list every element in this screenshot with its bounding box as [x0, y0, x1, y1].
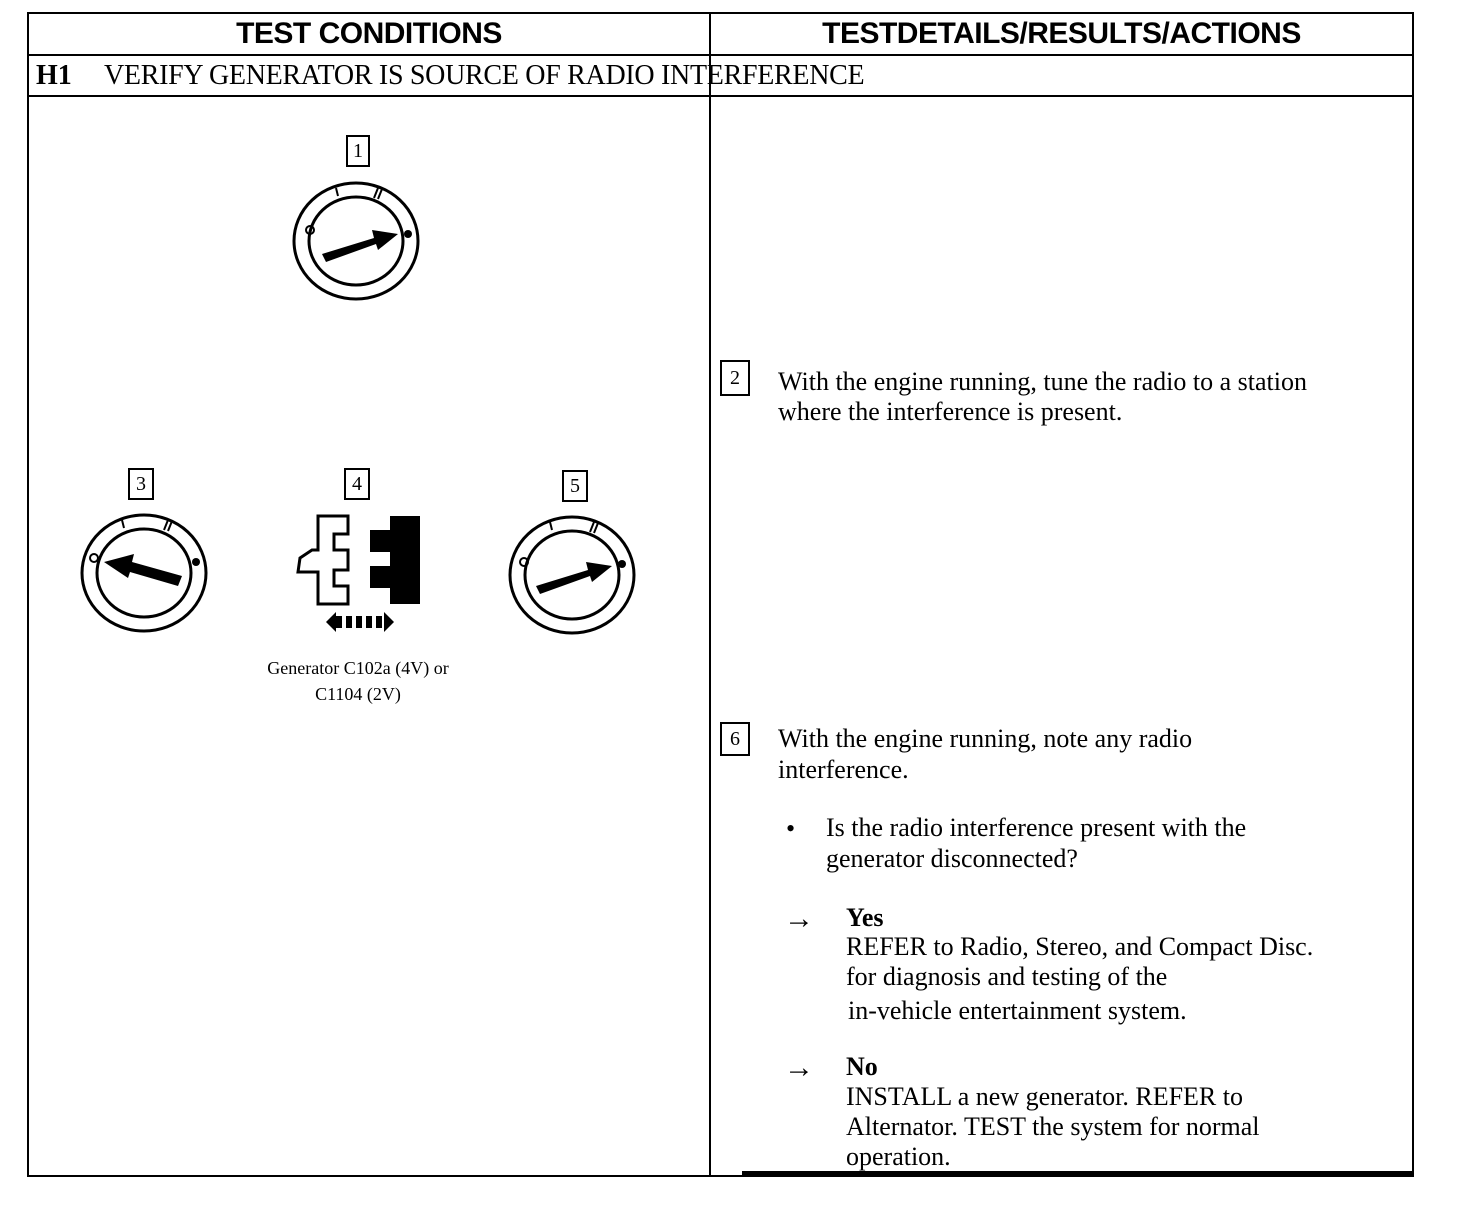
yes-action-line-3: in-vehicle entertainment system.	[848, 996, 1187, 1025]
bullet-icon: •	[786, 814, 796, 843]
yes-arrow-icon: →	[784, 902, 814, 935]
step-2-label: 2	[720, 360, 750, 396]
section-title: VERIFY GENERATOR IS SOURCE OF RADIO INTE…	[104, 60, 865, 91]
yes-action-line-2: for diagnosis and testing of the	[846, 962, 1168, 991]
no-action-line-3: operation.	[846, 1142, 951, 1171]
question-line-1: Is the radio interference present with t…	[826, 813, 1247, 842]
question-line-2: generator disconnected?	[826, 844, 1078, 873]
step-2-text-line-1: With the engine running, tune the radio …	[778, 367, 1307, 396]
step-2-text-line-2: where the interference is present.	[778, 397, 1123, 426]
connector-caption-line-1: Generator C102a (4V) or	[267, 658, 449, 678]
step-5-label: 5	[562, 470, 588, 502]
header-test-details: TESTDETAILS/RESULTS/ACTIONS	[822, 17, 1301, 50]
ignition-run-icon	[292, 181, 420, 301]
step-6-text-line-1: With the engine running, note any radio	[778, 724, 1193, 753]
step-3-label: 3	[128, 468, 154, 500]
step-6-text-line-2: interference.	[778, 755, 909, 784]
ignition-run-icon	[508, 515, 636, 635]
ignition-off-icon	[80, 513, 208, 633]
connector-caption-line-2: C1104 (2V)	[315, 684, 401, 704]
header-test-conditions: TEST CONDITIONS	[236, 17, 502, 50]
yes-label: Yes	[846, 903, 884, 932]
no-arrow-icon: →	[784, 1051, 814, 1084]
no-label: No	[846, 1052, 878, 1081]
step-6-label: 6	[720, 722, 750, 756]
step-4-label: 4	[344, 468, 370, 500]
step-1-label: 1	[346, 135, 370, 167]
yes-action-line-1: REFER to Radio, Stereo, and Compact Disc…	[846, 932, 1314, 961]
header-divider	[27, 54, 1414, 56]
section-id: H1	[36, 60, 72, 91]
no-action-line-2: Alternator. TEST the system for normal	[846, 1112, 1260, 1141]
bottom-rule	[742, 1171, 1414, 1176]
column-divider	[709, 12, 711, 1177]
no-action-line-1: INSTALL a new generator. REFER to	[846, 1082, 1243, 1111]
test-table	[27, 12, 1414, 1177]
connector-disconnect-icon	[296, 514, 420, 632]
section-divider	[27, 95, 1414, 97]
